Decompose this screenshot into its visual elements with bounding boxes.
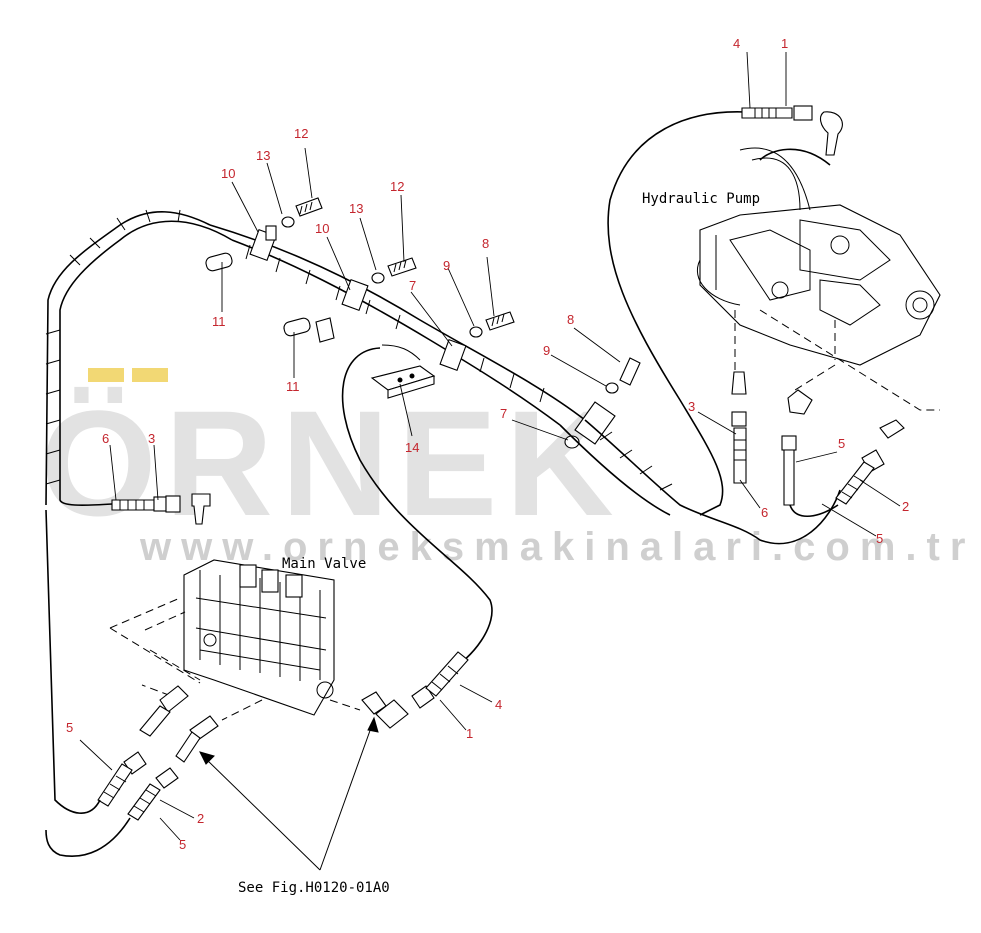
callout-2-left: 2	[197, 811, 204, 826]
main-valve-lower-hoses	[45, 509, 409, 857]
callout-5-right-b: 5	[876, 531, 883, 546]
leader-lines	[79, 51, 901, 841]
watermark: ÖRNEK www.orneksmakinalari.com.tr	[40, 368, 975, 569]
mid-fittings	[411, 651, 469, 709]
callout-10-a: 10	[221, 166, 235, 181]
callout-13-b: 13	[349, 201, 363, 216]
label-see-fig: See Fig.H0120-01A0	[238, 880, 390, 896]
callout-11-a: 11	[212, 314, 226, 329]
callout-5-left: 5	[66, 720, 73, 735]
see-fig-arrows	[199, 716, 379, 871]
callout-9-a: 9	[443, 258, 450, 273]
callout-9-b: 9	[543, 343, 550, 358]
callout-numbers: 4 1 12 13 10 13 12 10 8 9 7 11 11 8 9 7 …	[66, 36, 909, 852]
clamp-assembly-1	[205, 197, 323, 272]
hydraulic-pump	[696, 147, 941, 411]
middle-hose-to-pump	[341, 347, 841, 671]
callout-7-a: 7	[409, 278, 416, 293]
bracket-14	[370, 344, 436, 399]
callout-4-top: 4	[733, 36, 740, 51]
callout-5-right: 5	[838, 436, 845, 451]
callout-7-b: 7	[500, 406, 507, 421]
watermark-umlaut-right	[132, 368, 168, 382]
callout-10-b: 10	[315, 221, 329, 236]
clamp-assembly-4	[564, 357, 641, 449]
left-upper-fittings	[111, 493, 211, 525]
callout-11-b: 11	[286, 379, 300, 394]
callout-1-mid: 1	[466, 726, 473, 741]
callout-12-a: 12	[294, 126, 308, 141]
callout-13-a: 13	[256, 148, 270, 163]
callout-6-right: 6	[761, 505, 768, 520]
callout-3-left: 3	[148, 431, 155, 446]
clamp-assembly-3	[439, 311, 515, 371]
callout-12-b: 12	[390, 179, 404, 194]
callout-14: 14	[405, 440, 419, 455]
pump-loop-hose	[607, 105, 843, 516]
right-fittings	[731, 371, 905, 518]
main-valve	[109, 559, 361, 721]
watermark-umlaut-left	[88, 368, 124, 382]
callout-5-left-b: 5	[179, 837, 186, 852]
callout-1-top: 1	[781, 36, 788, 51]
watermark-url: www.orneksmakinalari.com.tr	[139, 525, 975, 569]
left-loop-hose	[45, 209, 233, 506]
callout-8-b: 8	[567, 312, 574, 327]
callout-4-mid: 4	[495, 697, 502, 712]
label-main-valve: Main Valve	[282, 556, 366, 572]
callout-6-left: 6	[102, 431, 109, 446]
callout-3-right: 3	[688, 399, 695, 414]
watermark-brand: ÖRNEK	[40, 379, 622, 547]
callout-2-right: 2	[902, 499, 909, 514]
callout-8-a: 8	[482, 236, 489, 251]
label-hydraulic-pump: Hydraulic Pump	[642, 191, 760, 207]
